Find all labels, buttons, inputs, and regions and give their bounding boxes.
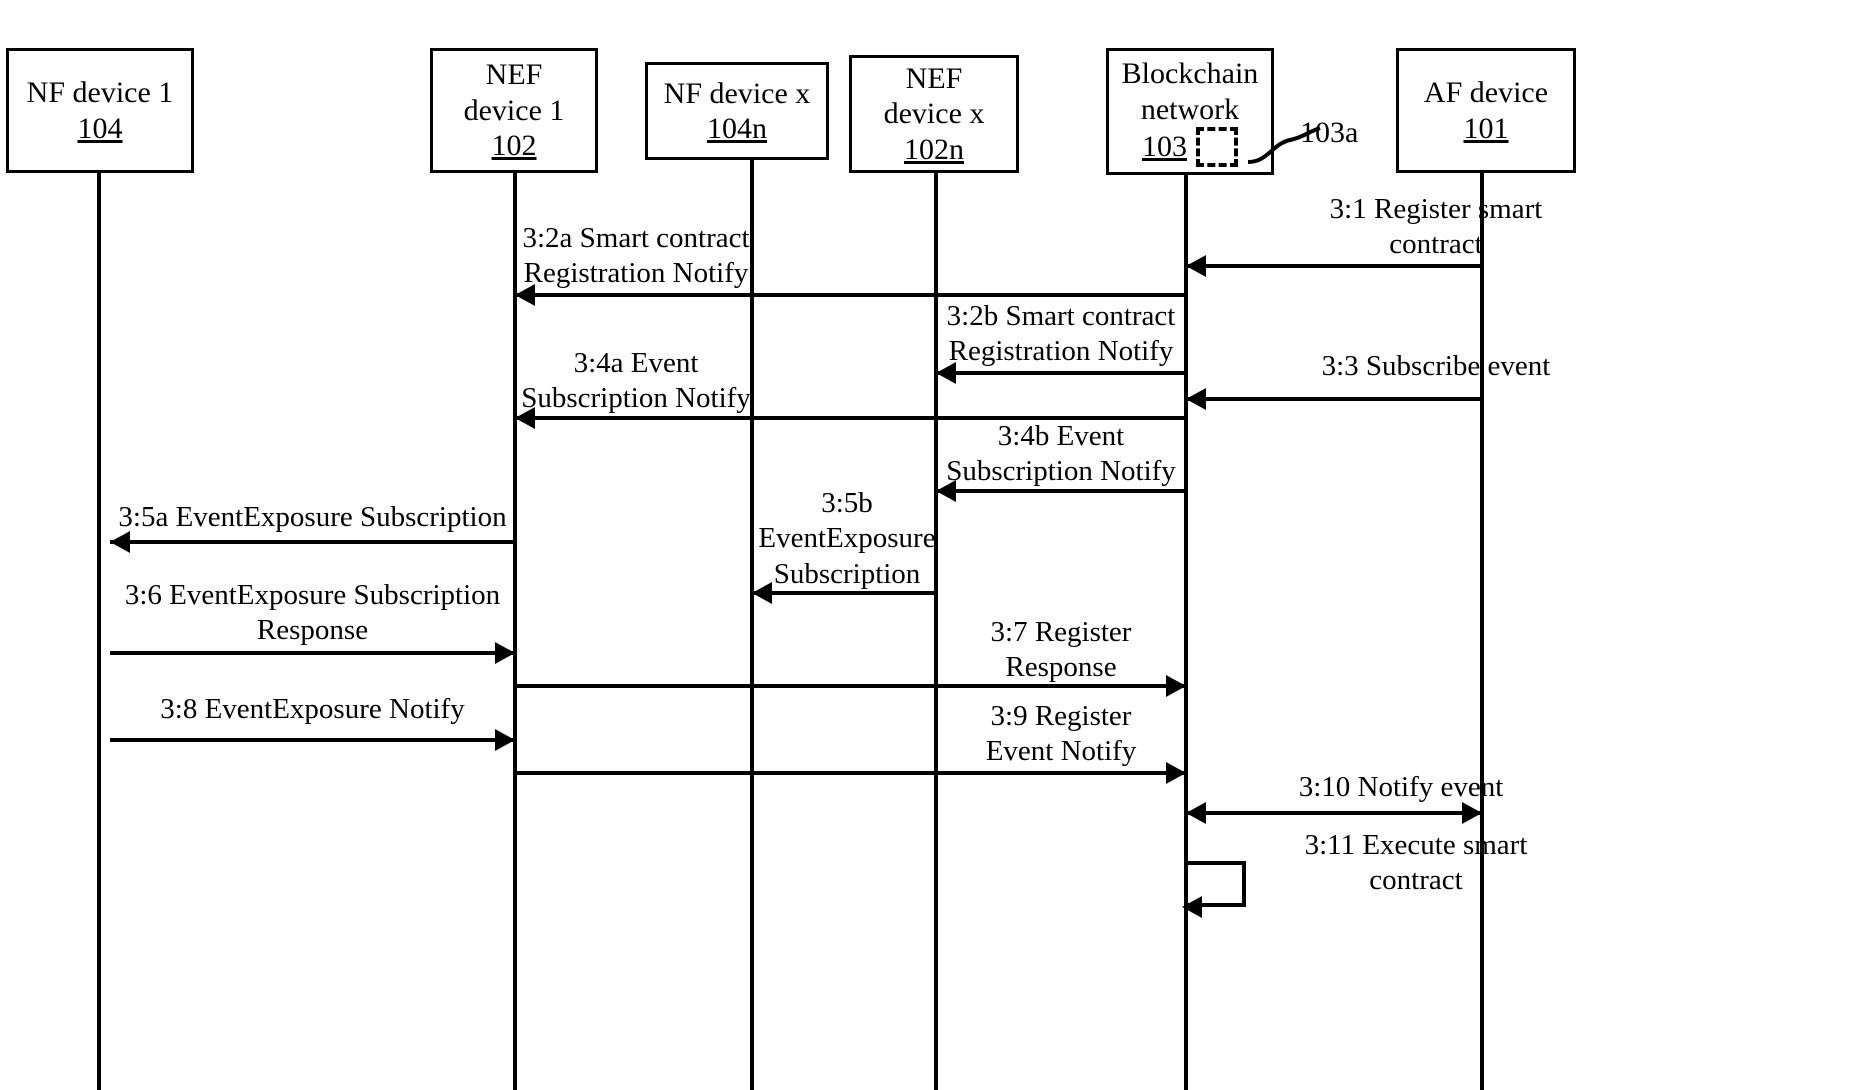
lifeline-reference-number: 102n — [904, 132, 964, 166]
lifeline-reference-row: 102n — [904, 132, 964, 167]
lifeline-title-line1: NEF — [905, 61, 963, 95]
lifeline-reference-number: 103 — [1142, 130, 1187, 164]
lifeline-title-line1: NEF — [485, 58, 543, 92]
message-line-m34a[interactable] — [515, 416, 1186, 420]
callout-label-103a: 103a — [1300, 116, 1359, 149]
message-label-m34a: 3:4a Event Subscription Notify — [521, 347, 751, 415]
lifeline-blockchain — [1184, 175, 1188, 1090]
arrowhead-right-m310 — [1462, 802, 1482, 824]
arrowhead-m311 — [1182, 896, 1202, 918]
lifeline-af — [1480, 173, 1484, 1090]
arrowhead-left-m34a — [515, 407, 535, 429]
lifeline-title-line1: NF device 1 — [26, 76, 174, 110]
arrowhead-right-m37 — [1166, 675, 1186, 697]
message-label-m31: 3:1 Register smart contract — [1329, 193, 1543, 261]
message-label-m32a: 3:2a Smart contract Registration Notify — [522, 222, 750, 290]
lifeline-title-line1: AF device — [1423, 76, 1549, 110]
lifeline-reference-number: 104 — [77, 111, 123, 145]
message-line-m34b[interactable] — [936, 489, 1186, 493]
self-message-m311[interactable] — [1186, 861, 1246, 907]
message-line-m32b[interactable] — [936, 371, 1186, 375]
arrowhead-left-m32b — [936, 362, 956, 384]
arrowhead-left-m34b — [936, 480, 956, 502]
lifeline-reference-row: 101 — [1464, 111, 1509, 146]
lifeline-reference-row: 103 — [1142, 126, 1238, 167]
arrowhead-right-m38 — [495, 729, 515, 751]
arrowhead-left-m33 — [1186, 388, 1206, 410]
arrowhead-left-m35a — [110, 531, 130, 553]
message-label-m35b: 3:5b EventExposure Subscription — [758, 487, 936, 590]
lifeline-nefx — [934, 173, 938, 1090]
message-line-m35a[interactable] — [110, 540, 515, 544]
smart-contract-marker-icon[interactable] — [1196, 126, 1238, 167]
message-label-m32b: 3:2b Smart contract Registration Notify — [946, 300, 1176, 368]
lifeline-title-line1: Blockchain — [1121, 57, 1259, 91]
lifeline-reference-number: 104n — [707, 112, 767, 145]
arrowhead-right-m39 — [1166, 762, 1186, 784]
lifeline-nfx — [750, 160, 754, 1090]
message-label-m39: 3:9 Register Event Notify — [985, 700, 1137, 768]
arrowhead-left-m35b — [752, 582, 772, 604]
message-label-m33: 3:3 Subscribe event — [1321, 350, 1551, 382]
arrowhead-right-m36 — [495, 642, 515, 664]
message-label-m34b: 3:4b Event Subscription Notify — [946, 420, 1176, 488]
message-label-m35a: 3:5a EventExposure Subscription — [118, 501, 507, 533]
message-line-m38[interactable] — [110, 738, 515, 742]
message-line-m39[interactable] — [515, 771, 1186, 775]
arrowhead-left-m310 — [1186, 802, 1206, 824]
lifeline-reference-row: 104n — [707, 111, 767, 146]
lifeline-nf1 — [97, 173, 101, 1090]
message-line-m31[interactable] — [1186, 264, 1482, 268]
lifeline-title-line1: NF device x — [663, 76, 811, 110]
message-label-m310: 3:10 Notify event — [1298, 771, 1504, 803]
message-label-m36: 3:6 EventExposure Subscription Response — [124, 579, 501, 647]
message-label-m311: 3:11 Execute smart contract — [1304, 829, 1528, 897]
lifeline-title-line2: device 1 — [463, 93, 565, 127]
lifeline-reference-row: 102 — [492, 128, 537, 163]
lifeline-title-line2: network — [1140, 92, 1240, 126]
callout-leader-line — [1247, 126, 1321, 164]
message-line-m35b[interactable] — [752, 591, 936, 595]
arrowhead-left-m31 — [1186, 255, 1206, 277]
message-line-m37[interactable] — [515, 684, 1186, 688]
message-line-m33[interactable] — [1186, 397, 1482, 401]
message-label-m38: 3:8 EventExposure Notify — [160, 693, 465, 725]
message-line-m36[interactable] — [110, 651, 515, 655]
lifeline-reference-number: 101 — [1463, 111, 1509, 145]
lifeline-nef1 — [513, 173, 517, 1090]
message-label-m37: 3:7 Register Response — [990, 616, 1132, 684]
lifeline-reference-number: 102 — [491, 129, 537, 163]
lifeline-title-line2: device x — [883, 97, 985, 131]
lifeline-reference-row: 104 — [78, 111, 123, 146]
arrowhead-left-m32a — [515, 284, 535, 306]
message-line-m32a[interactable] — [515, 293, 1186, 297]
message-line-m310[interactable] — [1186, 811, 1482, 815]
